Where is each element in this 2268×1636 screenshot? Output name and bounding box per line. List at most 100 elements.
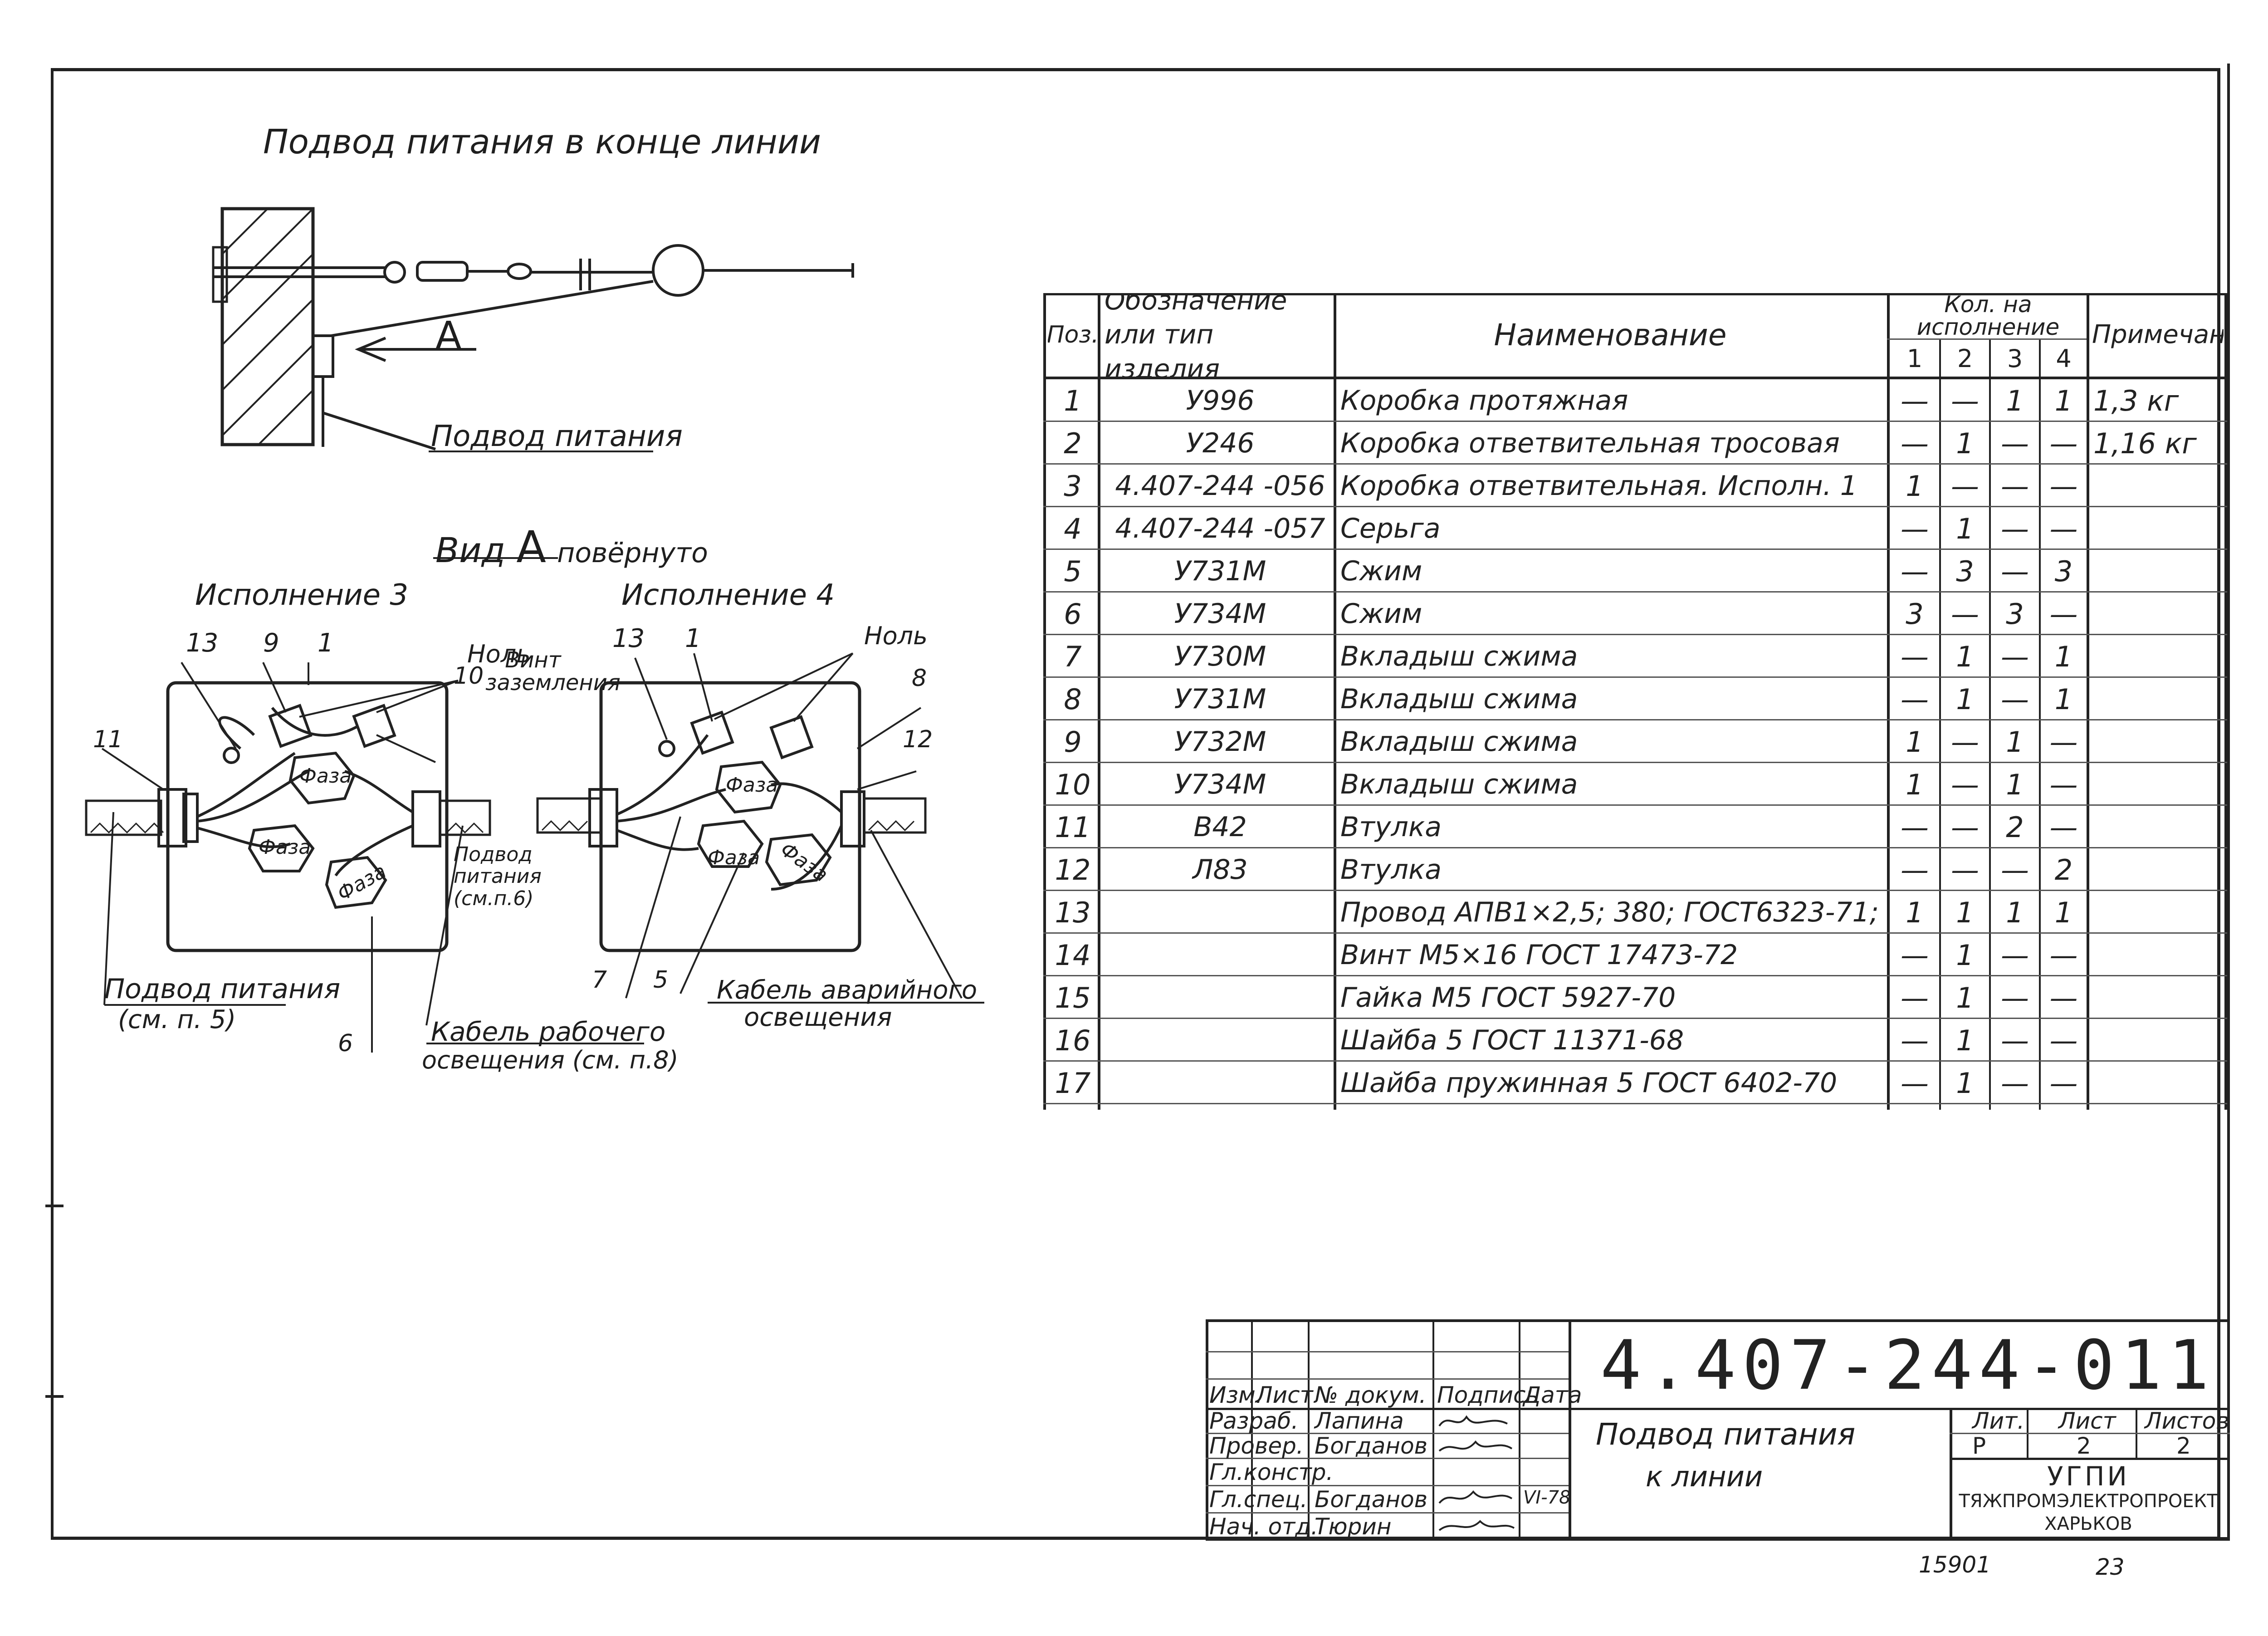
row-qty: 1 (1956, 896, 1974, 929)
table-top-border (1043, 293, 2227, 295)
row-pos: 7 (1064, 640, 1082, 673)
tb-col (1950, 1408, 1952, 1541)
row-name: Коробка протяжная (1340, 385, 1628, 416)
row-divider (1043, 463, 2227, 465)
callout-13: 13 (612, 624, 645, 653)
row-name: Вкладыш сжима (1340, 769, 1578, 800)
top-view-title: Подвод питания в конце линии (263, 122, 821, 162)
row-divider (1043, 549, 2227, 550)
row-qty: — (1901, 1066, 1929, 1100)
row-designation (1107, 891, 1334, 934)
drawing-frame (51, 68, 2220, 1540)
bushing-left (182, 793, 199, 843)
row-qty: — (1951, 469, 1979, 503)
row-qty: 1 (1956, 1024, 1974, 1057)
tb-row (1206, 1351, 1569, 1352)
feed-label-right: Подвод питания (см.п.6) (454, 843, 542, 910)
row-designation: У996 (1186, 385, 1255, 416)
tb-row (1569, 1408, 2230, 1410)
row-qty: — (2049, 426, 2078, 460)
zero-clamp-3 (690, 710, 734, 755)
row-qty: — (1901, 1024, 1929, 1057)
row-pos: 5 (1064, 554, 1082, 588)
row-name: Коробка ответвительная тросовая (1340, 427, 1840, 459)
row-designation: Л83 (1193, 854, 1248, 886)
tb-border (1206, 1319, 2230, 1322)
tb-date: VI-78 (1523, 1487, 1571, 1508)
tb-row (1206, 1378, 1569, 1380)
row-note (2093, 465, 2223, 507)
row-divider (1043, 634, 2227, 635)
emergency-cable-label-2: освещения (744, 1003, 892, 1032)
row-qty: — (2001, 1066, 2029, 1100)
row-designation (1107, 1062, 1334, 1104)
header-qty-4: 4 (2056, 344, 2072, 373)
lit-label: Лит. (1972, 1408, 2025, 1434)
row-qty: 1 (1956, 426, 1974, 460)
row-note (2093, 934, 2223, 976)
row-qty: — (1901, 384, 1929, 417)
row-pos: 6 (1064, 597, 1082, 631)
tb-row (1206, 1512, 1569, 1514)
tb-border (1206, 1319, 1208, 1541)
row-note (2093, 720, 2223, 763)
row-qty: — (2049, 1024, 2078, 1057)
row-qty: 2 (2054, 853, 2073, 887)
row-qty: 1 (1956, 981, 1974, 1014)
sheets-label: Листов (2145, 1408, 2229, 1434)
row-name: Сжим (1340, 555, 1422, 587)
view-a-title: Вид А повёрнуто (435, 522, 708, 573)
row-pos: 15 (1055, 981, 1091, 1014)
row-qty: 1 (2054, 896, 2073, 929)
row-qty: — (2049, 469, 2078, 503)
header-qty-3: 3 (2007, 344, 2023, 373)
row-note (2093, 1019, 2223, 1062)
zero-clamp-4 (769, 715, 814, 759)
row-qty: 1 (1956, 938, 1974, 972)
row-designation (1107, 1019, 1334, 1062)
tb-row (1206, 1485, 1569, 1486)
row-pos: 1 (1064, 384, 1082, 417)
sheets-value: 2 (2176, 1433, 2191, 1459)
tb-row (1206, 1408, 1569, 1410)
specification-table: Поз. Обозначение или тип изделия Наимено… (1043, 293, 2227, 1110)
feed-label-top: Подвод питания (431, 420, 683, 453)
junction-box-top (652, 244, 704, 297)
row-name: Винт М5×16 ГОСТ 17473-72 (1340, 939, 1738, 971)
row-qty: — (2049, 768, 2078, 801)
row-note (2093, 635, 2223, 678)
row-divider (1043, 804, 2227, 806)
row-qty: — (1901, 554, 1929, 588)
row-note (2093, 593, 2223, 635)
work-cable-label: Кабель рабочего (431, 1016, 666, 1047)
row-designation: У730М (1174, 641, 1266, 672)
row-designation: 4.407-244 -056 (1115, 470, 1325, 502)
feed-label-left-ref: (см. п. 5) (118, 1005, 236, 1034)
row-qty: 3 (1906, 597, 1924, 631)
col-divider (1887, 293, 1890, 1110)
row-qty: 2 (2006, 810, 2024, 844)
row-qty: 1 (1906, 725, 1924, 759)
callout-8: 8 (912, 665, 927, 692)
row-note (2093, 806, 2223, 848)
signature-marks (1438, 1415, 1515, 1531)
row-qty: 1 (2054, 682, 2073, 716)
row-designation: У731М (1174, 683, 1266, 715)
tb-role: Нач. отд. (1209, 1514, 1318, 1540)
row-qty: — (2049, 1066, 2078, 1100)
tb-col-label: Дата (1523, 1382, 1582, 1408)
row-qty: — (2049, 981, 2078, 1014)
row-pos: 10 (1055, 768, 1091, 801)
tb-col-label: Изм. (1209, 1382, 1263, 1408)
callout-5: 5 (653, 966, 669, 994)
row-qty: — (1951, 810, 1979, 844)
row-divider (1043, 932, 2227, 934)
row-pos: 17 (1055, 1066, 1091, 1100)
view-a-suffix: повёрнуто (557, 537, 708, 569)
row-qty: — (2001, 1024, 2029, 1057)
row-designation: В42 (1193, 811, 1247, 843)
tb-role: Разраб. (1209, 1408, 1299, 1434)
row-qty: — (1951, 853, 1979, 887)
tb-row (1206, 1458, 1569, 1459)
